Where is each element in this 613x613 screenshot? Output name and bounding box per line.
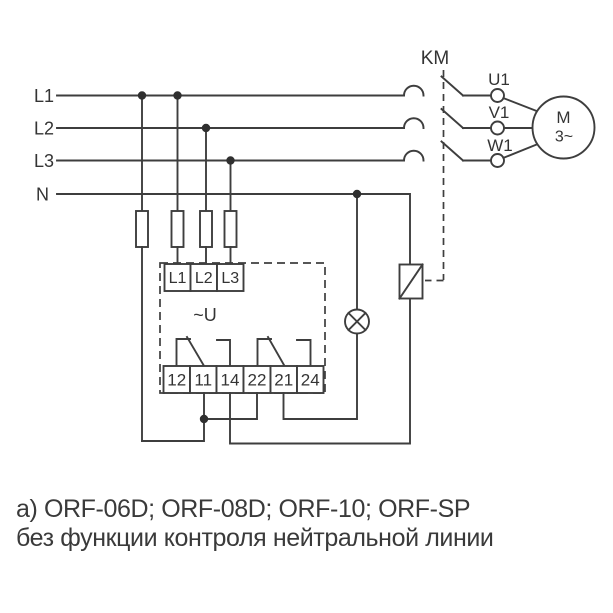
junction-dot <box>199 414 209 424</box>
relay-contact2-no-stub <box>296 339 312 367</box>
relay-contact2-blade-icon <box>266 335 286 367</box>
motor-terminal-label-v1: V1 <box>489 103 510 122</box>
caption: а) ORF-06D; ORF-08D; ORF-10; ORF-SP без … <box>16 495 576 553</box>
motor-lead-u1 <box>502 96 538 113</box>
fuse1-icon <box>135 210 149 248</box>
relay-output-label-12: 12 <box>167 371 186 390</box>
caption-line1: а) ORF-06D; ORF-08D; ORF-10; ORF-SP <box>16 495 471 523</box>
motor-terminal-label-u1: U1 <box>488 70 510 89</box>
relay-output-label-24: 24 <box>301 371 320 390</box>
junction-dot <box>226 156 235 165</box>
fuse4-icon <box>223 210 238 248</box>
control-wiring <box>141 193 424 445</box>
contact-arc-1-icon <box>403 84 425 97</box>
junction-dot <box>352 189 362 199</box>
phase-label-l2: L2 <box>34 119 54 139</box>
motor-terminal-v1-icon <box>490 120 505 136</box>
motor-branch: U1 V1 W1 M 3~ <box>487 70 596 168</box>
relay-input-label-l2: L2 <box>195 270 213 287</box>
relay-unit: L1 L2 L3 ~U 12 11 14 22 21 24 <box>159 262 326 394</box>
phase-label-l1: L1 <box>34 86 54 106</box>
relay-input-box-l3 <box>216 263 245 292</box>
motor-type-label: 3~ <box>555 129 573 146</box>
relay-output-label-22: 22 <box>248 371 267 390</box>
motor-lead-w1 <box>502 143 538 160</box>
relay-output-label-14: 14 <box>221 371 240 390</box>
motor-terminal-w1-icon <box>490 153 505 168</box>
relay-output-box-12 <box>162 365 191 394</box>
indicator-lamp-cross-icon <box>347 311 367 332</box>
relay-contact1-no-stub <box>216 339 231 367</box>
wire-terminal11-to-fuse1 <box>141 392 205 442</box>
relay-input-label-l1: L1 <box>169 270 187 287</box>
fuse3-icon <box>199 210 213 248</box>
contact-arc-2-icon <box>403 117 425 129</box>
fuse-group <box>135 94 238 442</box>
relay-output-label-11: 11 <box>194 371 212 390</box>
relay-contact1-blade-icon <box>185 335 205 367</box>
contact-blade-3-icon <box>440 140 465 162</box>
contactor-label: KM <box>421 48 450 69</box>
neutral-label: N <box>36 185 49 205</box>
junction-dot <box>201 123 211 133</box>
relay-contact1-nc-stub <box>175 338 191 367</box>
power-bus: L1 L2 L3 N <box>34 86 411 266</box>
wire-jumper-11-22 <box>203 392 258 420</box>
motor-icon <box>531 95 596 160</box>
relay-output-label-21: 21 <box>274 371 293 390</box>
junction-dots <box>137 91 362 424</box>
relay-input-label-l3: L3 <box>221 270 239 287</box>
contact-blade-1-icon <box>440 75 465 97</box>
relay-contact2-nc-stub <box>256 338 272 367</box>
contact-blade-2-icon <box>440 107 465 130</box>
contactor-km: KM <box>403 48 492 282</box>
caption-line2: без функции контроля нейтральной линии <box>16 524 494 552</box>
motor-label: M <box>556 108 570 127</box>
relay-supply-label: ~U <box>193 305 217 325</box>
motor-terminal-label-w1: W1 <box>487 136 513 155</box>
wire-terminal21-to-lamp <box>282 332 358 420</box>
fuse2-icon <box>170 210 185 248</box>
junction-dot <box>137 91 147 100</box>
neutral-line <box>56 193 411 266</box>
phase-label-l3: L3 <box>34 151 54 171</box>
wire-terminal14-to-coil <box>229 297 411 445</box>
junction-dot <box>173 91 182 100</box>
relay-output-box-24 <box>296 365 325 394</box>
motor-terminal-u1-icon <box>490 88 505 103</box>
contact-arc-3-icon <box>403 149 425 162</box>
contactor-coil-diagonal <box>398 263 424 300</box>
